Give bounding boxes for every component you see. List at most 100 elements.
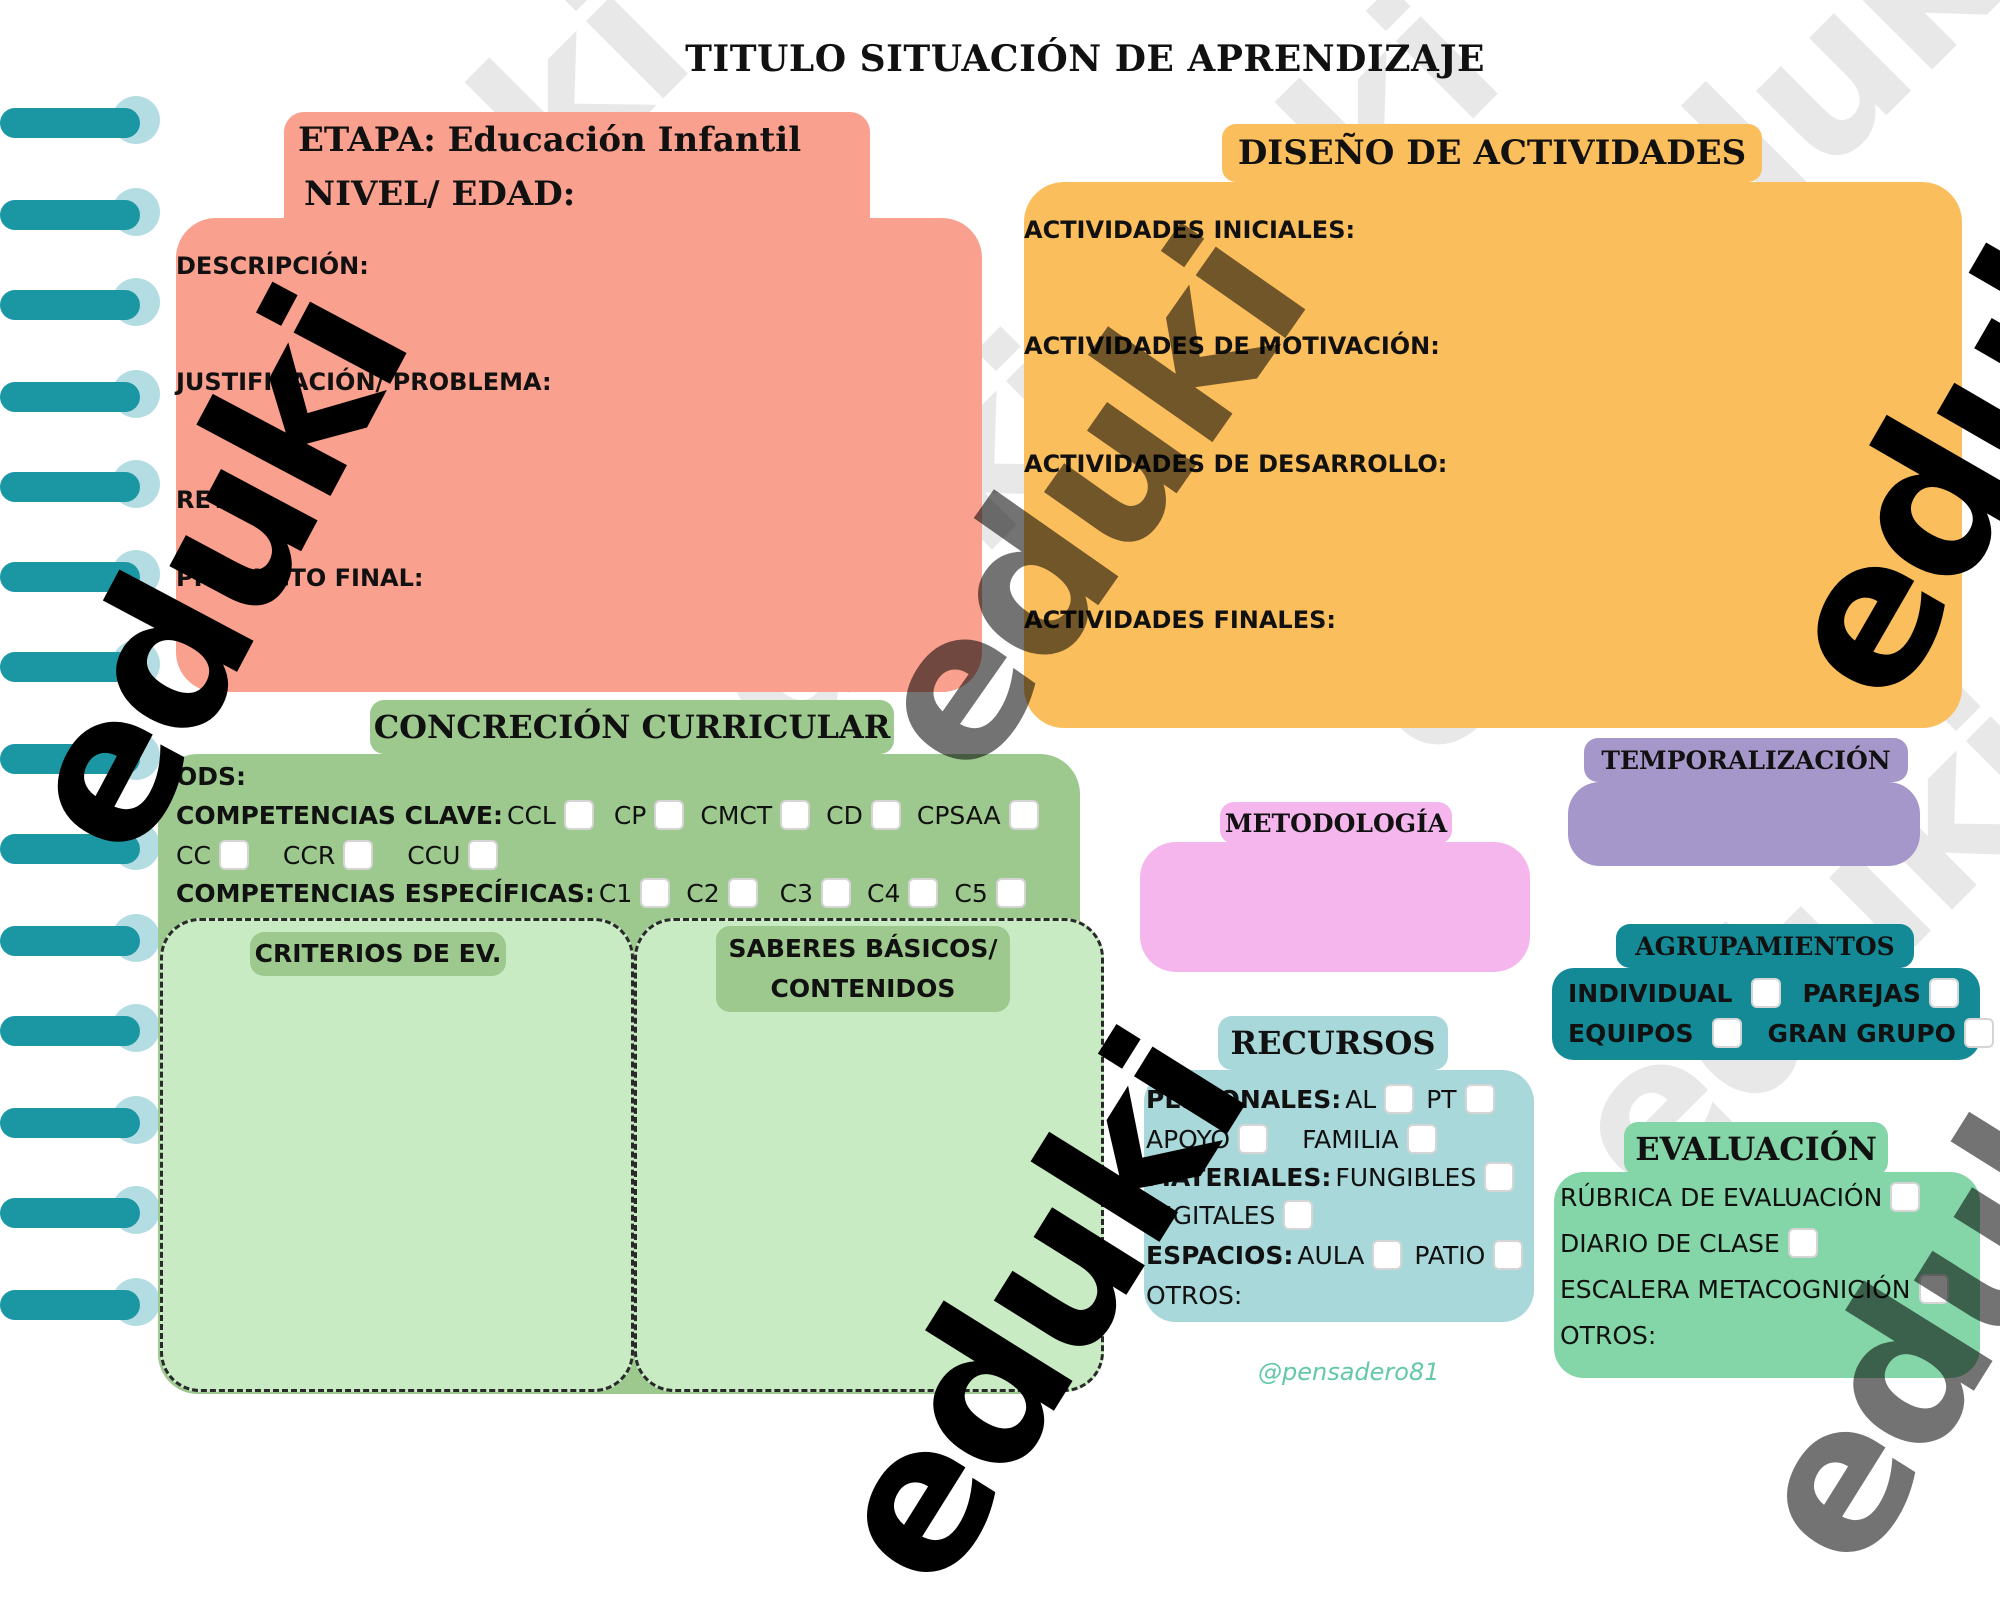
patio-label: PATIO xyxy=(1414,1240,1486,1270)
evaluacion-escalera-row: ESCALERA METACOGNICIÓN xyxy=(1560,1272,1961,1306)
reto-field[interactable]: RETO: xyxy=(176,486,258,514)
competencias-clave-row-2: CC CCR CCU xyxy=(176,838,510,872)
justificacion-field[interactable]: JUSTIFICACIÓN/ PROBLEMA: xyxy=(176,368,552,396)
actividades-motivacion-field[interactable]: ACTIVIDADES DE MOTIVACIÓN: xyxy=(1024,332,1440,360)
competencias-clave-label: COMPETENCIAS CLAVE: xyxy=(176,800,503,830)
recursos-digitales-row: DIGITALES xyxy=(1146,1198,1325,1232)
actividades-finales-field[interactable]: ACTIVIDADES FINALES: xyxy=(1024,606,1336,634)
spiral-ring xyxy=(0,1096,160,1144)
criterios-box[interactable] xyxy=(160,918,634,1392)
recursos-otros-label: OTROS: xyxy=(1146,1280,1243,1310)
saberes-label: SABERES BÁSICOS/ CONTENIDOS xyxy=(716,926,1010,1012)
ccr-checkbox[interactable] xyxy=(343,840,374,870)
cc-option-label: CPSAA xyxy=(916,800,1001,830)
c5-checkbox[interactable] xyxy=(995,878,1026,908)
evaluacion-diario-row: DIARIO DE CLASE xyxy=(1560,1226,1830,1260)
competencias-especificas-row: COMPETENCIAS ESPECÍFICAS: C1 C2 C3 C4 C5 xyxy=(176,876,1038,910)
spiral-ring xyxy=(0,1186,160,1234)
c1-checkbox[interactable] xyxy=(640,878,671,908)
criterios-label: CRITERIOS DE EV. xyxy=(250,932,506,976)
temporalizacion-title: TEMPORALIZACIÓN xyxy=(1584,738,1908,782)
spiral-ring xyxy=(0,732,160,780)
gran-grupo-checkbox[interactable] xyxy=(1963,1018,1994,1048)
cc-checkbox[interactable] xyxy=(218,840,249,870)
competencias-especificas-label: COMPETENCIAS ESPECÍFICAS: xyxy=(176,878,595,908)
parejas-label: PAREJAS xyxy=(1802,978,1921,1008)
c2-checkbox[interactable] xyxy=(727,878,758,908)
agrupamientos-row-1: INDIVIDUAL PAREJAS xyxy=(1568,976,1971,1010)
rubrica-checkbox[interactable] xyxy=(1890,1182,1921,1212)
cc-option-label: CC xyxy=(176,840,211,870)
spiral-ring xyxy=(0,550,160,598)
descripcion-field[interactable]: DESCRIPCIÓN: xyxy=(176,252,369,280)
recursos-title: RECURSOS xyxy=(1218,1016,1448,1070)
familia-checkbox[interactable] xyxy=(1406,1124,1437,1154)
ccu-checkbox[interactable] xyxy=(468,840,499,870)
materiales-label: MATERIALES: xyxy=(1146,1162,1332,1192)
actividades-desarrollo-field[interactable]: ACTIVIDADES DE DESARROLLO: xyxy=(1024,450,1448,478)
competencias-clave-row-1: COMPETENCIAS CLAVE: CCL CP CMCT CD CPSAA xyxy=(176,798,1051,832)
evaluacion-otros-field[interactable]: OTROS: xyxy=(1560,1318,1656,1352)
saberes-line-1: SABERES BÁSICOS/ xyxy=(728,934,998,963)
al-label: AL xyxy=(1345,1084,1377,1114)
evaluacion-title: EVALUACIÓN xyxy=(1624,1122,1888,1176)
recursos-personales-row: PERSONALES: AL PT xyxy=(1146,1082,1507,1116)
actividades-iniciales-field[interactable]: ACTIVIDADES INICIALES: xyxy=(1024,216,1356,244)
temporalizacion-panel[interactable] xyxy=(1568,782,1920,866)
c4-checkbox[interactable] xyxy=(908,878,939,908)
recursos-materiales-row: MATERIALES: FUNGIBLES xyxy=(1146,1160,1526,1194)
al-checkbox[interactable] xyxy=(1384,1084,1415,1114)
apoyo-checkbox[interactable] xyxy=(1238,1124,1269,1154)
spiral-ring xyxy=(0,1004,160,1052)
cc-option-label: CCR xyxy=(282,840,336,870)
aula-checkbox[interactable] xyxy=(1372,1240,1403,1270)
cmct-checkbox[interactable] xyxy=(780,800,811,830)
cd-checkbox[interactable] xyxy=(870,800,901,830)
spiral-ring xyxy=(0,914,160,962)
saberes-line-2: CONTENIDOS xyxy=(770,974,956,1003)
diario-label: DIARIO DE CLASE xyxy=(1560,1228,1780,1258)
etapa-label: ETAPA: Educación Infantil xyxy=(298,120,802,160)
concrecion-title: CONCRECIÓN CURRICULAR xyxy=(370,700,894,754)
diario-checkbox[interactable] xyxy=(1787,1228,1818,1258)
spiral-ring xyxy=(0,278,160,326)
fungibles-checkbox[interactable] xyxy=(1484,1162,1515,1192)
agrupamientos-row-2: EQUIPOS GRAN GRUPO xyxy=(1568,1016,2000,1050)
diseno-panel xyxy=(1024,182,1962,728)
ce-option-label: C5 xyxy=(954,878,988,908)
agrupamientos-title: AGRUPAMIENTOS xyxy=(1616,924,1914,968)
digitales-checkbox[interactable] xyxy=(1283,1200,1314,1230)
nivel-edad-label: NIVEL/ EDAD: xyxy=(304,174,576,214)
ods-field[interactable]: ODS: xyxy=(176,760,246,792)
ce-option-label: C4 xyxy=(866,878,901,908)
patio-checkbox[interactable] xyxy=(1493,1240,1524,1270)
cp-checkbox[interactable] xyxy=(654,800,685,830)
c3-checkbox[interactable] xyxy=(820,878,851,908)
page-title: TITULO SITUACIÓN DE APRENDIZAJE xyxy=(685,38,1485,80)
aula-label: AULA xyxy=(1297,1240,1365,1270)
producto-final-field[interactable]: PRODUCTO FINAL: xyxy=(176,564,424,592)
metodologia-panel[interactable] xyxy=(1140,842,1530,972)
recursos-espacios-row: ESPACIOS: AULA PATIO xyxy=(1146,1238,1535,1272)
author-credit: @pensadero81 xyxy=(1258,1358,1440,1386)
ce-option-label: C1 xyxy=(598,878,633,908)
fungibles-label: FUNGIBLES xyxy=(1335,1162,1477,1192)
equipos-checkbox[interactable] xyxy=(1711,1018,1742,1048)
cpsaa-checkbox[interactable] xyxy=(1008,800,1039,830)
escalera-label: ESCALERA METACOGNICIÓN xyxy=(1560,1274,1911,1304)
parejas-checkbox[interactable] xyxy=(1928,978,1959,1008)
metodologia-title: METODOLOGÍA xyxy=(1220,802,1452,844)
espacios-label: ESPACIOS: xyxy=(1146,1240,1294,1270)
recursos-apoyo-row: APOYO FAMILIA xyxy=(1146,1122,1449,1156)
spiral-ring xyxy=(0,460,160,508)
recursos-otros-field[interactable]: OTROS: xyxy=(1146,1278,1242,1312)
pt-checkbox[interactable] xyxy=(1464,1084,1495,1114)
ods-label: ODS: xyxy=(176,761,247,791)
escalera-checkbox[interactable] xyxy=(1918,1274,1949,1304)
rubrica-label: RÚBRICA DE EVALUACIÓN xyxy=(1560,1182,1883,1212)
ccl-checkbox[interactable] xyxy=(563,800,594,830)
pt-label: PT xyxy=(1426,1084,1457,1114)
individual-checkbox[interactable] xyxy=(1750,978,1781,1008)
cc-option-label: CCL xyxy=(507,800,556,830)
cc-option-label: CP xyxy=(613,800,647,830)
